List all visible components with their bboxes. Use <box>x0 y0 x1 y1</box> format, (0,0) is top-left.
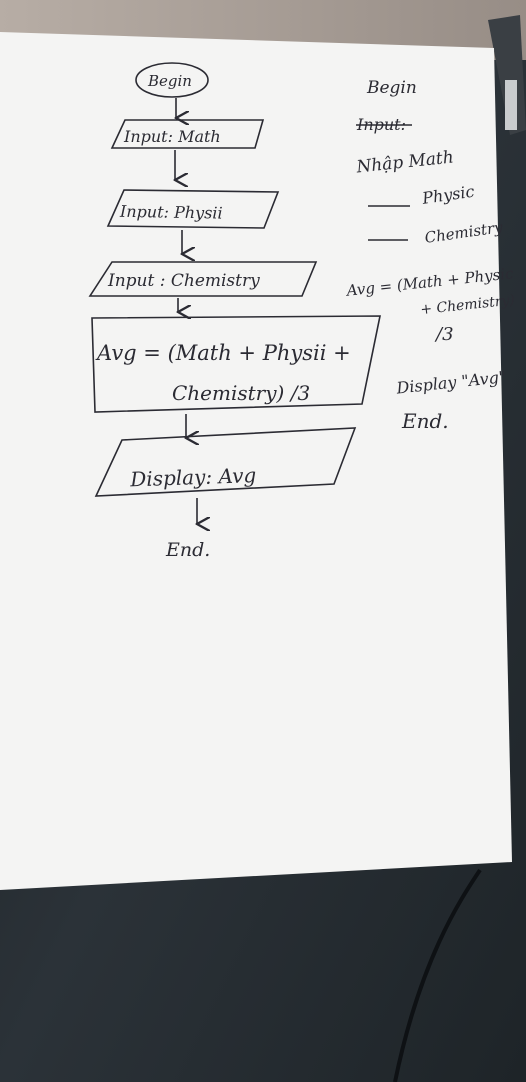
fc-end-label: End. <box>165 539 210 561</box>
pc-end: End. <box>401 409 449 433</box>
avg-process-shape <box>91 315 381 413</box>
fc-begin-label: Begin <box>147 72 192 90</box>
paper-sheet <box>0 32 512 890</box>
fc-input-physics-label: Input: Physii <box>119 202 223 223</box>
pen-clip <box>505 80 517 130</box>
display-shape <box>94 427 357 497</box>
input-physics-shape <box>106 189 280 229</box>
flowchart-labels: Begin Input: Math Input: Physii Input : … <box>95 72 351 561</box>
flowchart <box>88 62 381 524</box>
fc-avg-line1: Avg = (Math + Physii + <box>95 341 351 365</box>
cable <box>393 868 482 1082</box>
input-chemistry-shape <box>88 261 318 297</box>
fc-input-chemistry-label: Input : Chemistry <box>107 271 260 291</box>
pc-avg-line3: /3 <box>434 324 454 345</box>
fc-input-math-label: Input: Math <box>123 127 221 146</box>
input-math-shape <box>110 119 265 149</box>
begin-terminator <box>135 62 209 98</box>
fc-display-label: Display: Avg <box>129 463 257 491</box>
pc-begin: Begin <box>366 78 417 98</box>
fc-avg-line2: Chemistry) /3 <box>172 381 310 405</box>
